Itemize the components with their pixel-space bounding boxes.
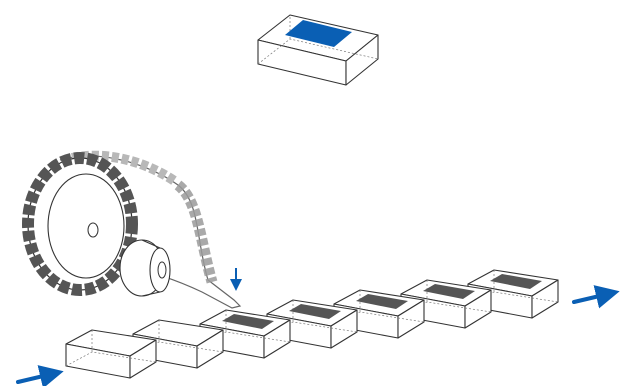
conveyor-box bbox=[467, 269, 559, 319]
box-label-icon bbox=[423, 284, 475, 299]
box-label-icon bbox=[289, 304, 341, 319]
box-label-icon bbox=[285, 20, 352, 47]
box-label-icon bbox=[356, 294, 408, 309]
outfeed-arrow-icon bbox=[572, 285, 620, 309]
conveyor-box bbox=[65, 329, 157, 379]
finished-labeled-box bbox=[257, 14, 379, 86]
conveyor bbox=[65, 269, 559, 379]
box-label-icon bbox=[490, 274, 542, 289]
box-label-icon bbox=[222, 314, 274, 329]
infeed-arrow-icon bbox=[16, 365, 64, 386]
label-roll bbox=[22, 150, 242, 309]
conveyor-box bbox=[266, 299, 358, 349]
